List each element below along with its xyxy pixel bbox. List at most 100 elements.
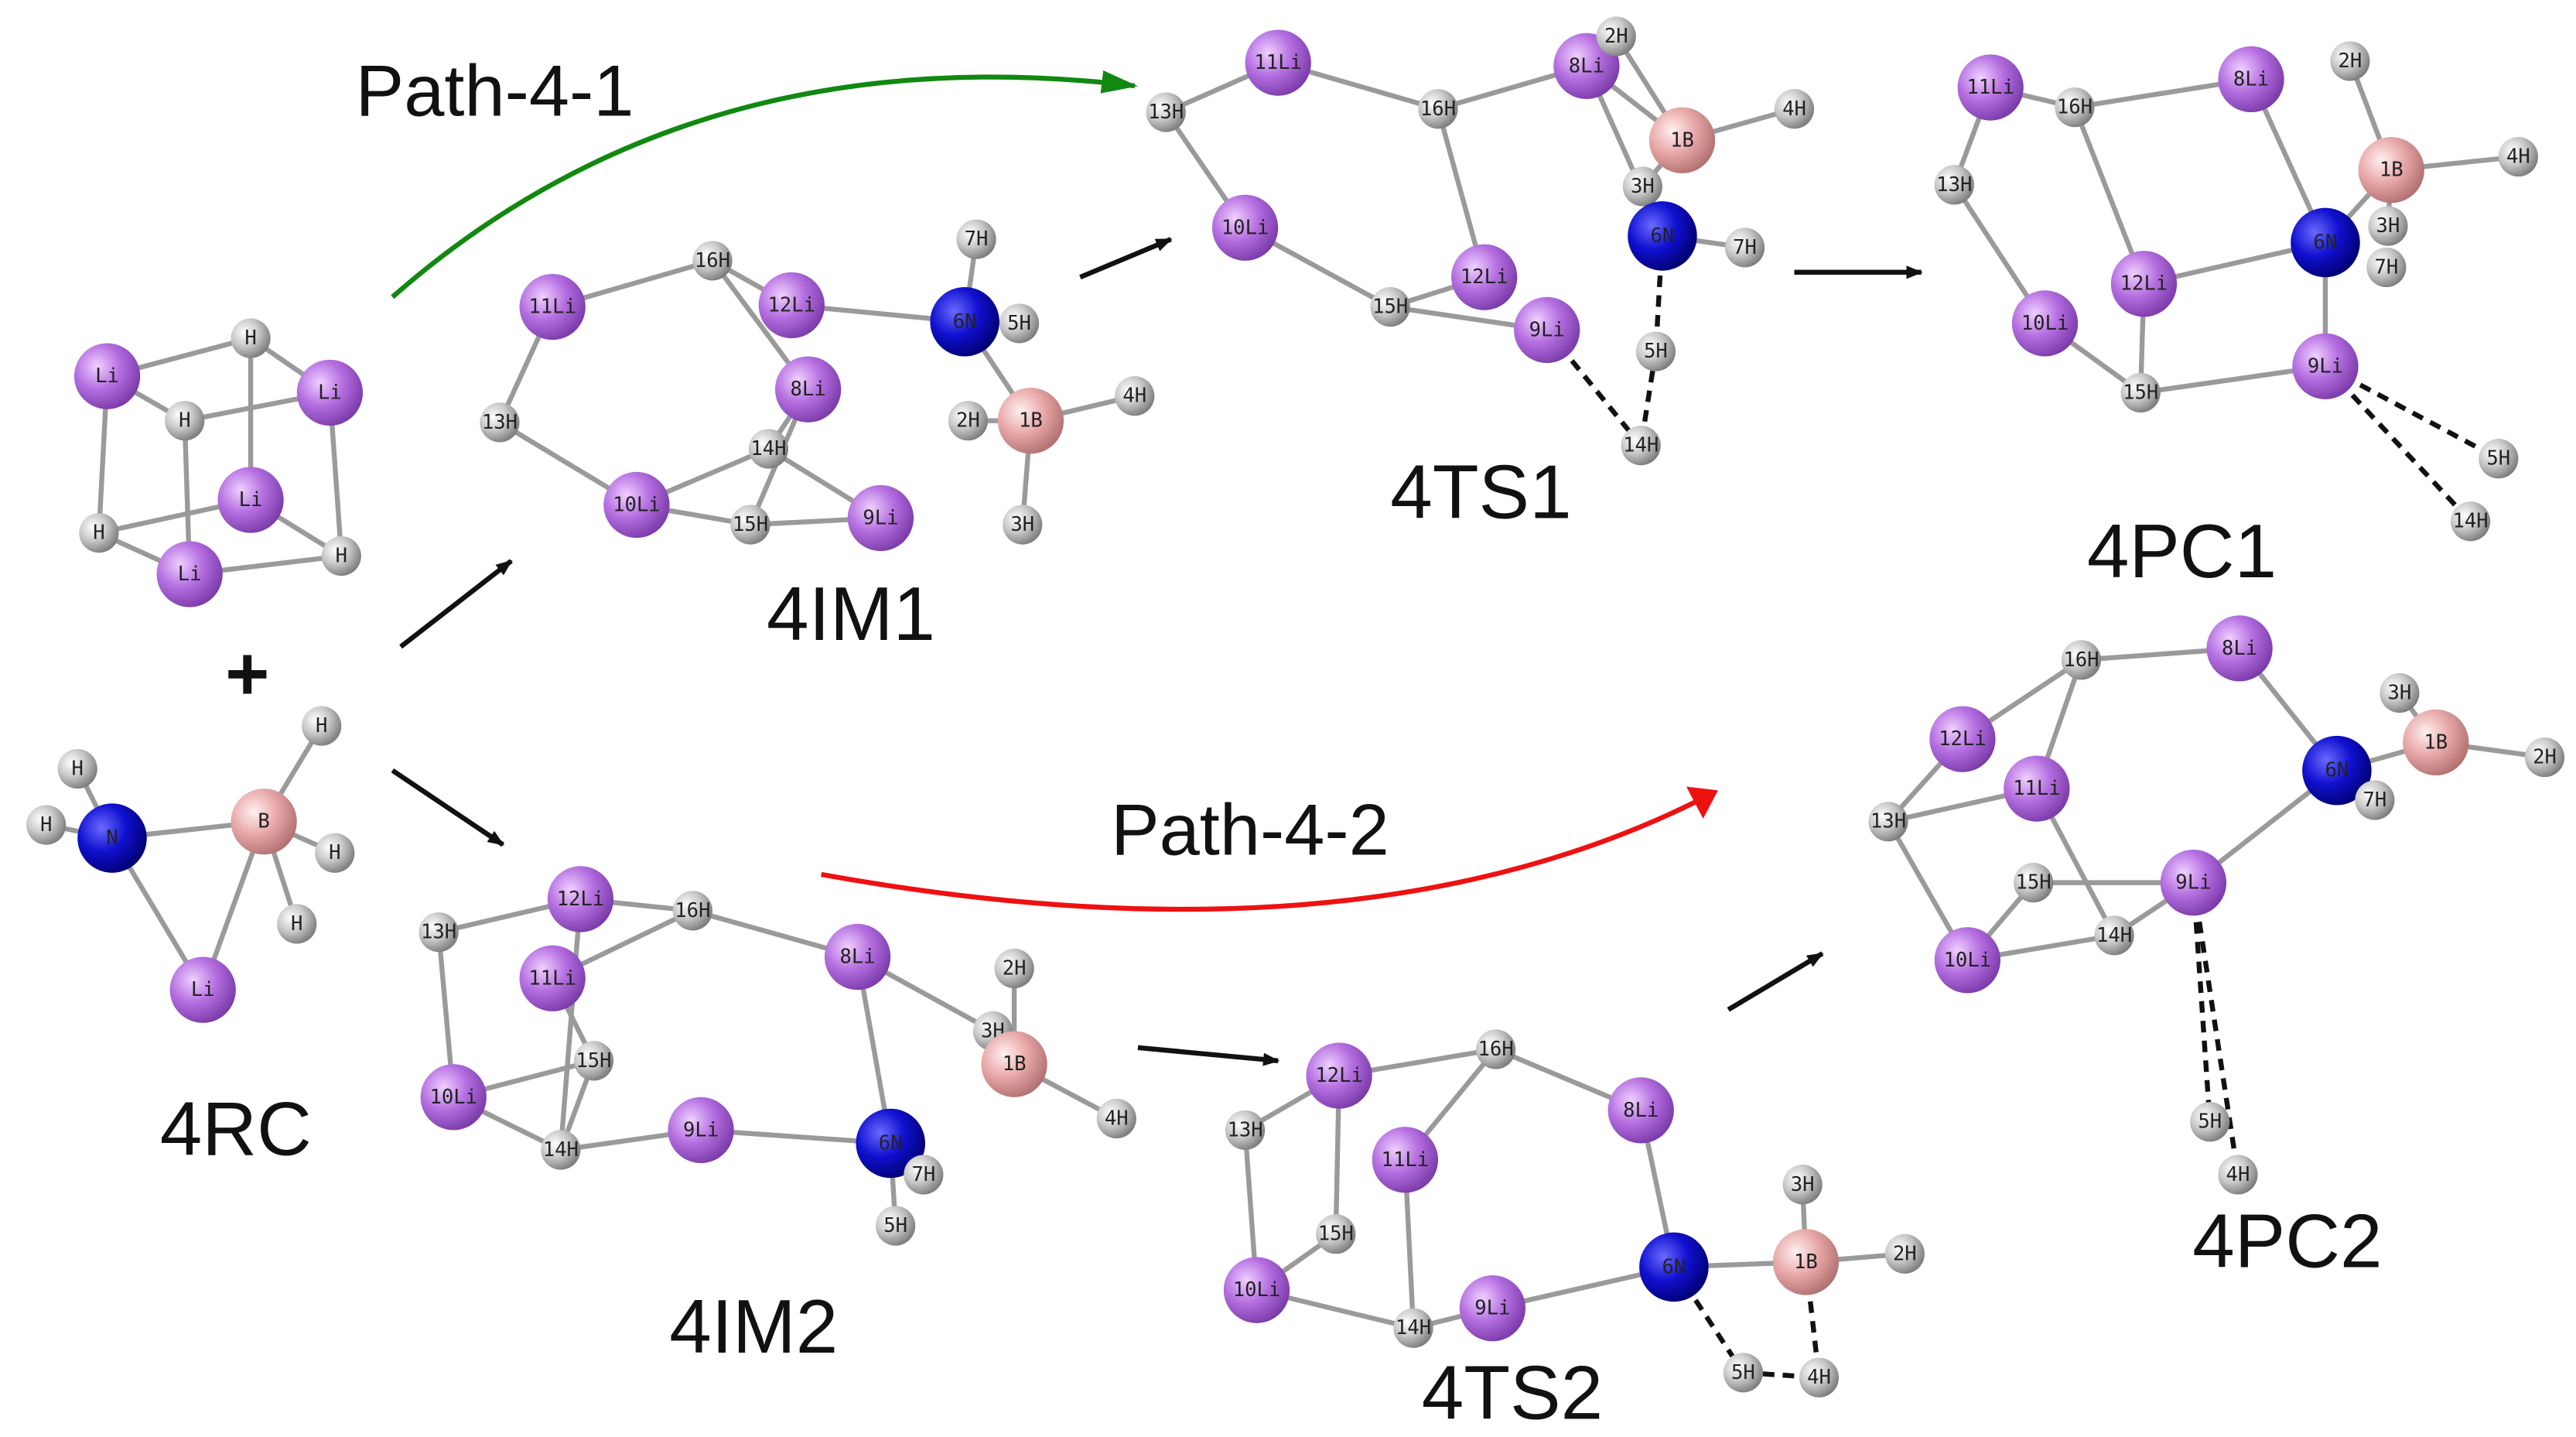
atom-h: 16H xyxy=(692,241,733,281)
atom-sphere xyxy=(1621,426,1661,466)
atom-label: 2H xyxy=(1003,956,1027,980)
atom-label: 5H xyxy=(1007,312,1031,335)
atom-b: 1B xyxy=(1772,1229,1840,1295)
atom-h: 3H xyxy=(1622,166,1662,207)
atom-label: 13H xyxy=(1227,1118,1262,1141)
atom-h: 4H xyxy=(1096,1098,1136,1139)
atom-n: 6N xyxy=(1639,1232,1709,1302)
atom-sphere xyxy=(1628,201,1697,271)
atom-li: Li xyxy=(156,541,223,607)
atom-label: 2H xyxy=(1604,25,1628,48)
atom-h: 14H xyxy=(2450,501,2491,542)
atom-h: 2H xyxy=(2524,737,2565,778)
dashed-interaction xyxy=(2324,364,2500,461)
atom-h: 14H xyxy=(1393,1308,1433,1348)
atom-li: 9Li xyxy=(847,484,914,552)
plus-sign: + xyxy=(225,631,269,716)
atom-h: 14H xyxy=(541,1130,581,1170)
atom-li: 8Li xyxy=(2206,615,2273,682)
atom-h: 7H xyxy=(1724,228,1765,268)
path-4-1-arrow xyxy=(391,70,1138,299)
atom-sphere xyxy=(1225,1110,1266,1150)
reaction-arrow xyxy=(391,768,505,847)
atom-sphere xyxy=(2110,251,2178,317)
atom-h: 5H xyxy=(2479,439,2519,479)
atom-li: 11Li xyxy=(2004,755,2070,822)
atom-label: 16H xyxy=(695,249,730,272)
atom-li: 12Li xyxy=(547,866,614,932)
atom-sphere xyxy=(930,287,999,357)
atom-li: Li xyxy=(217,467,284,533)
atom-li: Li xyxy=(169,956,236,1023)
atom-label: H xyxy=(40,813,52,837)
atom-sphere xyxy=(1223,1257,1290,1323)
atom-sphere xyxy=(1476,1029,1516,1069)
atom-sphere xyxy=(57,748,97,789)
atom-sphere xyxy=(2160,849,2227,916)
atom-n: 6N xyxy=(930,287,999,357)
atom-label: 10Li xyxy=(613,493,661,516)
path-4-2-label: Path-4-2 xyxy=(1111,789,1389,870)
atom-label: 13H xyxy=(421,921,456,944)
atom-h: 5H xyxy=(1723,1353,1763,1393)
atom-h: 4H xyxy=(1774,89,1815,129)
atom-label: H xyxy=(336,545,347,568)
atom-sphere xyxy=(519,273,586,340)
atom-label: H xyxy=(71,758,83,781)
atom-h: 13H xyxy=(1868,802,1908,842)
atom-sphere xyxy=(2358,137,2424,204)
species-label: 4PC1 xyxy=(2087,508,2277,594)
atom-sphere xyxy=(1957,54,2024,121)
atom-label: 9Li xyxy=(2175,871,2211,895)
atom-sphere xyxy=(547,866,614,932)
atom-li: 10Li xyxy=(2011,290,2079,357)
species-label: 4PC2 xyxy=(2192,1198,2382,1283)
atom-li: 9Li xyxy=(2292,333,2359,399)
atom-sphere xyxy=(1096,1098,1136,1139)
atom-label: 2H xyxy=(2533,746,2557,769)
atom-label: 10Li xyxy=(1221,216,1269,239)
atom-sphere xyxy=(2450,501,2491,542)
atom-sphere xyxy=(981,1031,1047,1097)
atom-label: 6N xyxy=(1651,224,1675,248)
atom-li: 9Li xyxy=(1514,296,1580,364)
atom-b: 1B xyxy=(997,388,1064,454)
atom-label: 6N xyxy=(2325,759,2349,782)
atom-label: 5H xyxy=(1644,340,1668,363)
atom-label: 4H xyxy=(1122,385,1146,408)
atom-label: 11Li xyxy=(2013,777,2061,800)
atom-label: 1B xyxy=(2424,730,2448,754)
atom-sphere xyxy=(419,912,459,953)
atom-label: 7H xyxy=(1733,236,1757,259)
atom-sphere xyxy=(1607,1077,1674,1144)
atom-sphere xyxy=(1639,1232,1709,1302)
atom-n: 6N xyxy=(1628,201,1697,271)
bond xyxy=(558,898,583,1151)
species-label: 4TS2 xyxy=(1422,1350,1603,1435)
atom-label: 1B xyxy=(1003,1052,1027,1076)
species-label: 4IM1 xyxy=(767,571,935,656)
atom-sphere xyxy=(2218,1155,2258,1195)
atom-li: 12Li xyxy=(758,272,825,339)
atom-li: 11Li xyxy=(1245,29,1311,96)
atom-h: 4H xyxy=(1799,1357,1840,1398)
atom-li: 12Li xyxy=(1929,706,1996,772)
atom-li: 10Li xyxy=(1223,1257,1290,1323)
atom-sphere xyxy=(1929,706,1996,772)
atom-sphere xyxy=(2498,137,2538,177)
atom-h: H xyxy=(315,833,355,873)
atom-sphere xyxy=(420,1064,487,1131)
atom-li: 9Li xyxy=(1459,1275,1525,1342)
atom-label: 9Li xyxy=(2308,354,2343,378)
atom-sphere xyxy=(231,318,271,358)
atom-label: 11Li xyxy=(1966,76,2014,99)
atom-n: N xyxy=(77,803,147,873)
atom-sphere xyxy=(1146,92,1186,132)
atom-sphere xyxy=(573,1041,614,1081)
atom-h: 5H xyxy=(1635,331,1676,371)
atom-h: 13H xyxy=(1146,92,1186,132)
atom-label: 2H xyxy=(1893,1242,1917,1265)
atom-h: 7H xyxy=(904,1155,944,1195)
atom-li: Li xyxy=(73,343,141,409)
